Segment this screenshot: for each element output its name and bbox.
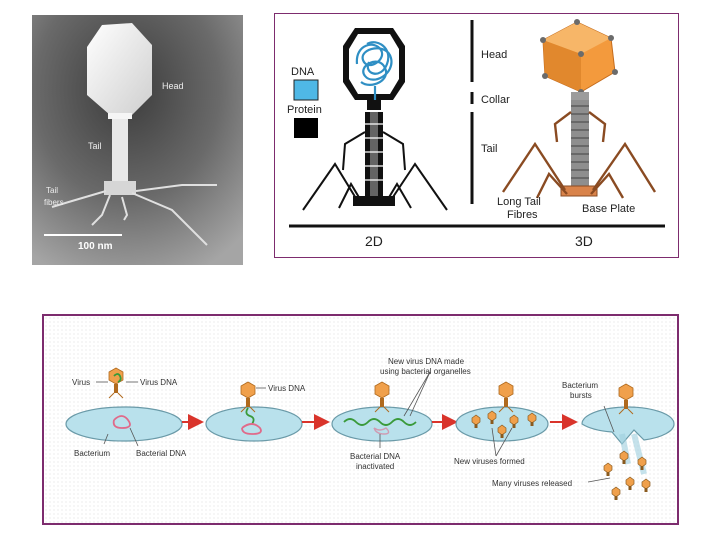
legend-dna-label: DNA [291, 66, 315, 78]
stage-2: Virus DNA [205, 381, 306, 442]
part-base-plate-label: Base Plate [582, 203, 635, 215]
lifecycle-panel: Virus Virus DNA Bacterium Bacterial DNA … [42, 314, 679, 525]
label-bursts-2: bursts [570, 391, 592, 400]
legend-dna-swatch [293, 79, 319, 101]
micrograph-image: 100 nm Head Tail Tail fibers [32, 15, 243, 265]
micrograph-fibers-label-2: fibers [44, 198, 64, 207]
label-new-viruses: New viruses formed [454, 457, 525, 466]
stage-1: Virus Virus DNA Bacterium Bacterial DNA [65, 367, 187, 458]
legend-protein-label: Protein [287, 104, 322, 116]
label-inactivated-2: inactivated [356, 462, 394, 471]
view-3d-label: 3D [575, 233, 593, 249]
label-bacterium: Bacterium [74, 449, 110, 458]
micrograph-fibers [51, 184, 217, 246]
lifecycle-diagram: Virus Virus DNA Bacterium Bacterial DNA … [65, 357, 675, 501]
micrograph-fibers-label-1: Tail [46, 186, 58, 195]
part-tail-label: Tail [481, 143, 498, 155]
part-long-tail-fibres-label-1: Long Tail [497, 196, 541, 208]
micrograph-tail [112, 113, 128, 183]
stage-3: New virus DNA made using bacterial organ… [331, 357, 471, 471]
structure-panel: DNA Protein [274, 13, 679, 258]
label-virus-dna: Virus DNA [140, 378, 178, 387]
part-head-label: Head [481, 49, 507, 61]
part-collar-label: Collar [481, 94, 510, 106]
micrograph-panel: 100 nm Head Tail Tail fibers [32, 15, 243, 265]
label-new-dna-1: New virus DNA made [388, 357, 465, 366]
legend-protein-swatch [294, 118, 318, 138]
phage-2d [302, 28, 448, 211]
label-virus: Virus [72, 378, 90, 387]
label-inactivated-1: Bacterial DNA [350, 452, 401, 461]
scale-label: 100 nm [78, 241, 113, 252]
stage-4: New viruses formed [454, 381, 549, 466]
micrograph-tail-label: Tail [88, 141, 102, 151]
part-long-tail-fibres-label-2: Fibres [507, 209, 538, 221]
micrograph-head-label: Head [162, 81, 184, 91]
phage-3d [502, 19, 657, 199]
label-bursts-1: Bacterium [562, 381, 598, 390]
micrograph-head [87, 23, 152, 115]
label-released: Many viruses released [492, 479, 572, 488]
view-2d-label: 2D [365, 233, 383, 249]
structure-diagram: DNA Protein [287, 19, 665, 249]
label-new-dna-2: using bacterial organelles [380, 367, 471, 376]
label-bacterial-dna: Bacterial DNA [136, 449, 187, 458]
label-virus-dna-2: Virus DNA [268, 384, 306, 393]
stage-5: Bacterium bursts Many viruses released [492, 381, 675, 501]
